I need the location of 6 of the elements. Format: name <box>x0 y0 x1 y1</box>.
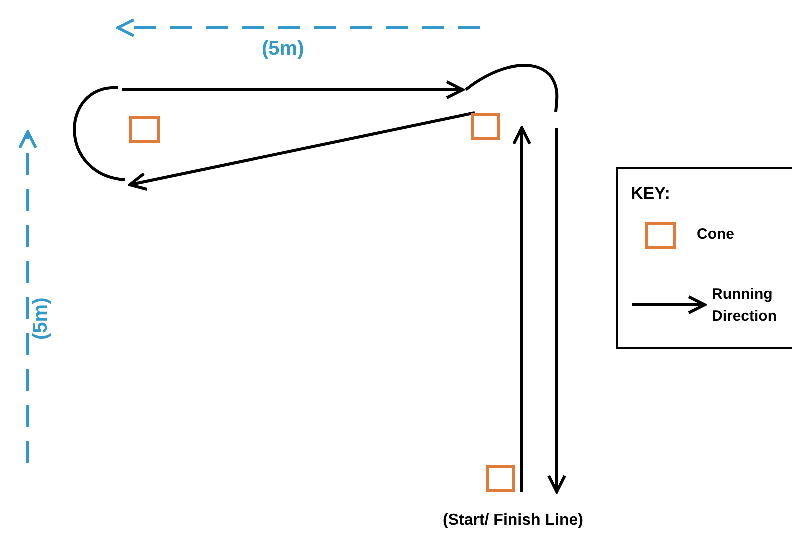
legend-label: Running Direction <box>712 285 778 327</box>
dimension-label: (5m) <box>30 298 53 340</box>
dimension-label: (5m) <box>262 38 304 61</box>
start-finish-label: (Start/ Finish Line) <box>443 512 584 530</box>
legend-title: KEY: <box>631 184 670 204</box>
legend-label: Cone <box>697 226 734 243</box>
